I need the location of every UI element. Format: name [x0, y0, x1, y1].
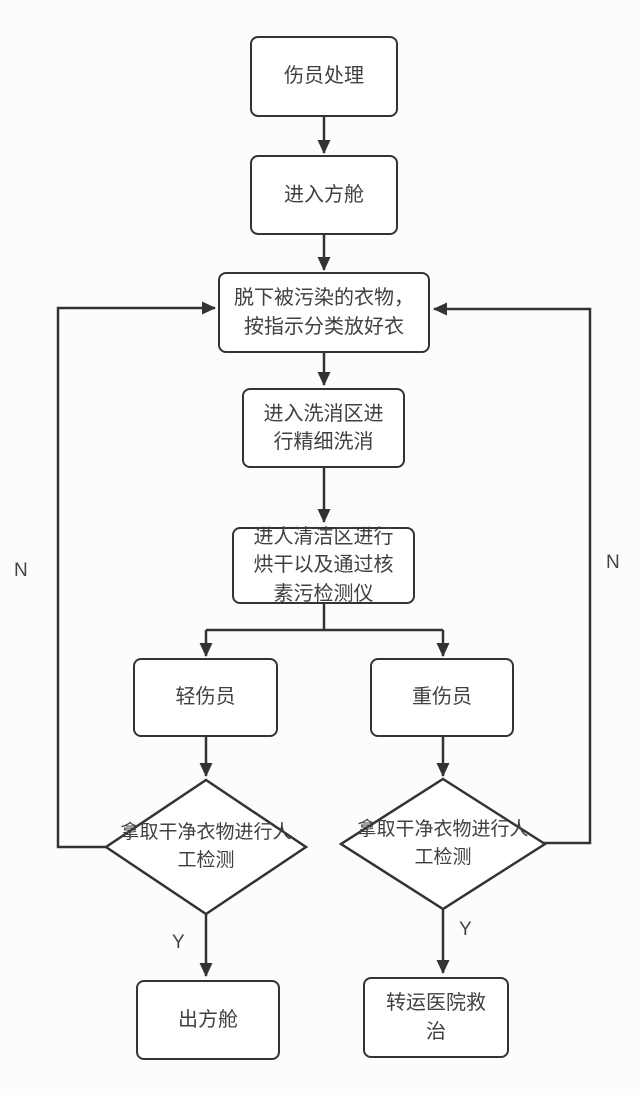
- loop-right-no: [433, 302, 592, 845]
- node-transfer-hospital: 转运医院救 治: [363, 977, 509, 1058]
- node-exit-cabin: 出方舱: [136, 980, 280, 1060]
- decision-diamond-right-shape: [338, 777, 548, 911]
- edge-label-y-left: Y: [172, 932, 185, 953]
- node-severe-casualty: 重伤员: [370, 658, 514, 737]
- edge-label-n-right: N: [606, 552, 620, 573]
- decision-diamond-left-shape: [103, 778, 309, 916]
- edge-label-n-left: N: [14, 560, 28, 581]
- edge-label-y-right: Y: [459, 919, 472, 940]
- node-fine-decontamination: 进入洗消区进 行精细洗消: [242, 388, 405, 468]
- node-casualty-handling: 伤员处理: [250, 36, 398, 117]
- node-clean-area-drying-detection: 进人清洁区进行 烘干以及通过核 素污检测仪: [232, 526, 415, 605]
- loop-left-no: [56, 301, 216, 849]
- node-enter-cabin: 进入方舱: [250, 155, 398, 235]
- branch-split-line: [206, 604, 443, 632]
- decision-manual-check-right-label: 拿取干净衣物进行人 工检测: [357, 819, 529, 868]
- node-remove-contaminated-clothes: 脱下被污染的衣物， 按指示分类放好衣: [218, 272, 430, 353]
- node-light-casualty: 轻伤员: [133, 658, 278, 737]
- decision-manual-check-left-label: 拿取干净衣物进行人 工检测: [120, 822, 292, 871]
